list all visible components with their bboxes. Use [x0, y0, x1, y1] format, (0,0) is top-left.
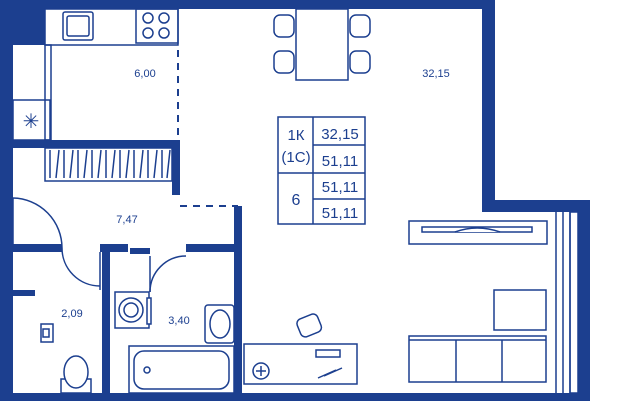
apartment-type-sub: (1С)	[281, 149, 310, 166]
area-living: 32,15	[321, 126, 359, 143]
bathtub-icon	[128, 345, 235, 394]
door-swings	[12, 197, 187, 293]
room-labels: 6,00 32,15 7,47 2,09 3,40	[61, 68, 449, 327]
refrigerator-icon: ✳	[12, 99, 51, 141]
chair-icon	[273, 14, 371, 74]
snow-symbol: ✳	[23, 111, 40, 133]
area-total-2: 51,11	[322, 179, 358, 196]
outer-walls	[0, 0, 590, 401]
floor-number: 6	[292, 192, 301, 209]
room-area-wc: 2,09	[61, 308, 82, 320]
area-total-3: 51,11	[322, 205, 358, 222]
toilet-icon	[40, 323, 92, 394]
info-table: 1К (1С) 6 32,15 51,11 51,11 51,11	[277, 116, 366, 225]
dining-table-icon	[295, 8, 349, 81]
room-area-hall: 7,47	[116, 214, 137, 226]
stove-icon	[135, 8, 179, 44]
balcony-icon	[555, 211, 579, 394]
sink-icon	[62, 11, 94, 41]
dashed-boundaries	[177, 50, 238, 207]
wardrobe-icon	[44, 147, 173, 182]
room-area-living: 32,15	[422, 68, 450, 80]
interior-walls	[0, 140, 242, 401]
room-area-bath: 3,40	[168, 315, 189, 327]
sink-icon	[204, 304, 235, 344]
apartment-type: 1К	[287, 127, 304, 144]
area-total-1: 51,11	[322, 153, 358, 170]
kitchen-counter	[44, 8, 179, 141]
sofa-icon	[408, 289, 547, 383]
washing-machine-icon	[114, 291, 152, 329]
window-icon	[408, 220, 548, 245]
chair-icon	[296, 313, 323, 338]
lamp-icon	[252, 362, 270, 380]
room-area-kitchen: 6,00	[134, 68, 155, 80]
